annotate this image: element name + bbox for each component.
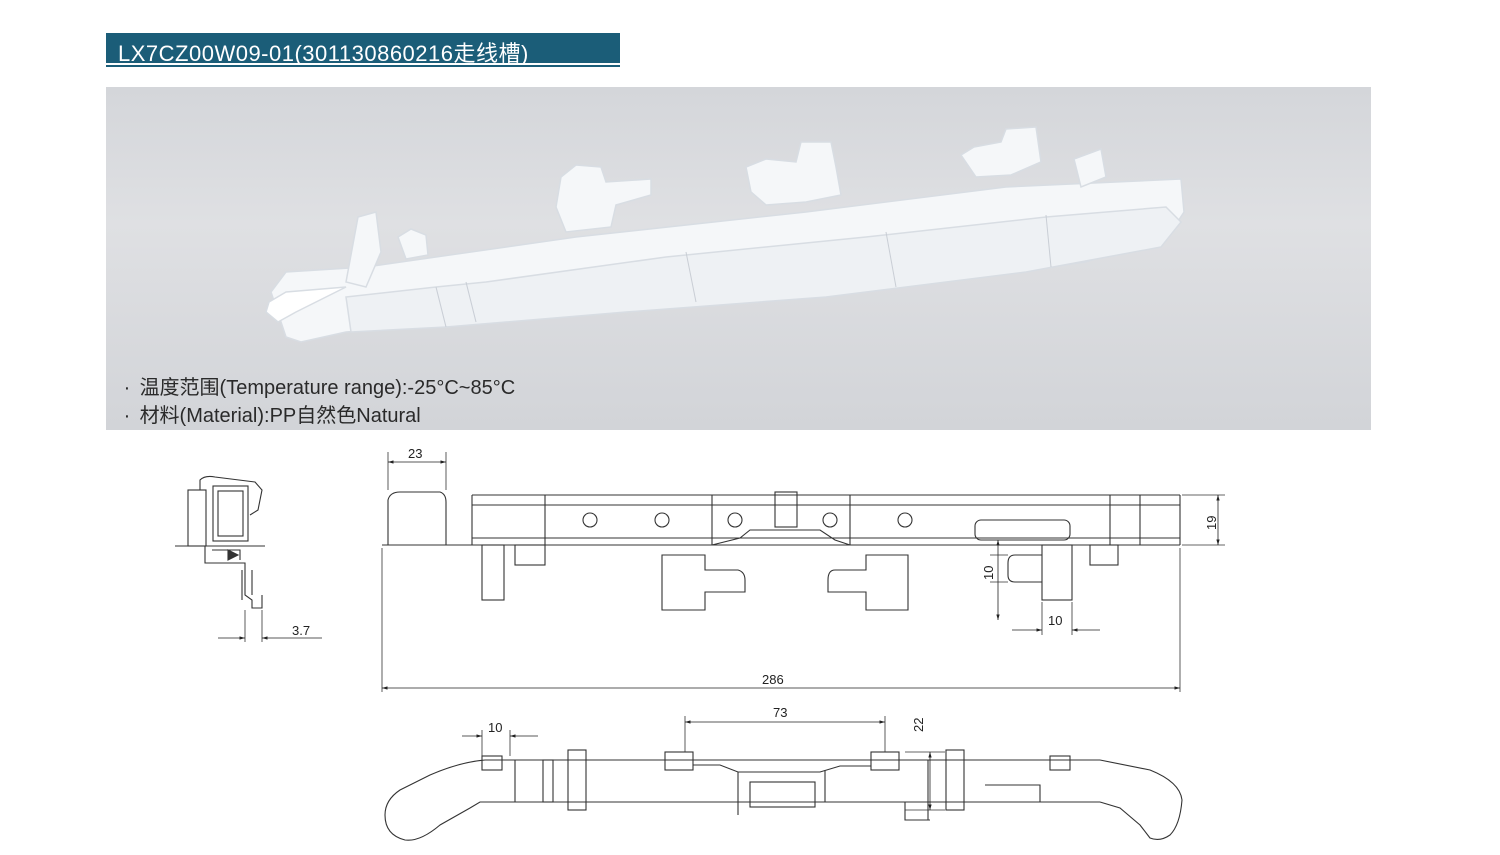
spec-temperature-text: 温度范围(Temperature range):-25°C~85°C — [139, 377, 516, 399]
dim-10-horizontal: 10 — [1012, 602, 1100, 635]
spec-bullet: · — [123, 377, 131, 399]
cable-trough-photo — [265, 126, 1185, 343]
dim-10-lower: 10 — [462, 720, 538, 756]
dim-73: 73 — [684, 705, 886, 752]
technical-drawing: 3.7 23 — [175, 446, 1225, 841]
dim-19: 19 — [1182, 494, 1225, 546]
dim-10-vertical: 10 — [981, 540, 1008, 620]
end-view-drawing — [175, 475, 265, 609]
dim-286-label: 286 — [762, 672, 784, 687]
dim-10-lower-label: 10 — [488, 720, 502, 735]
product-title: LX7CZ00W09-01(301130860216走线槽) — [118, 41, 529, 66]
dim-3-7-label: 3.7 — [292, 623, 310, 638]
spec-material: · 材料(Material):PP自然色Natural — [120, 399, 421, 428]
dim-23: 23 — [387, 446, 447, 490]
spec-material-text: 材料(Material):PP自然色Natural — [139, 405, 421, 427]
spec-bullet: · — [123, 405, 131, 427]
title-underline — [106, 65, 620, 67]
dim-3-7: 3.7 — [218, 610, 322, 642]
product-photo: · 温度范围(Temperature range):-25°C~85°C · 材… — [106, 87, 1371, 430]
side-view-drawing — [384, 749, 1183, 841]
dim-73-label: 73 — [773, 705, 787, 720]
product-title-bar: LX7CZ00W09-01(301130860216走线槽) — [106, 33, 620, 66]
dim-10-horizontal-label: 10 — [1048, 613, 1062, 628]
dim-19-label: 19 — [1204, 516, 1219, 530]
dim-22-label: 22 — [911, 718, 926, 732]
dim-10-vertical-label: 10 — [981, 566, 996, 580]
dim-22: 22 — [905, 718, 945, 811]
spec-temperature: · 温度范围(Temperature range):-25°C~85°C — [120, 371, 515, 400]
dim-286: 286 — [381, 548, 1181, 692]
dim-23-label: 23 — [408, 446, 422, 461]
top-view-drawing — [382, 491, 1181, 611]
